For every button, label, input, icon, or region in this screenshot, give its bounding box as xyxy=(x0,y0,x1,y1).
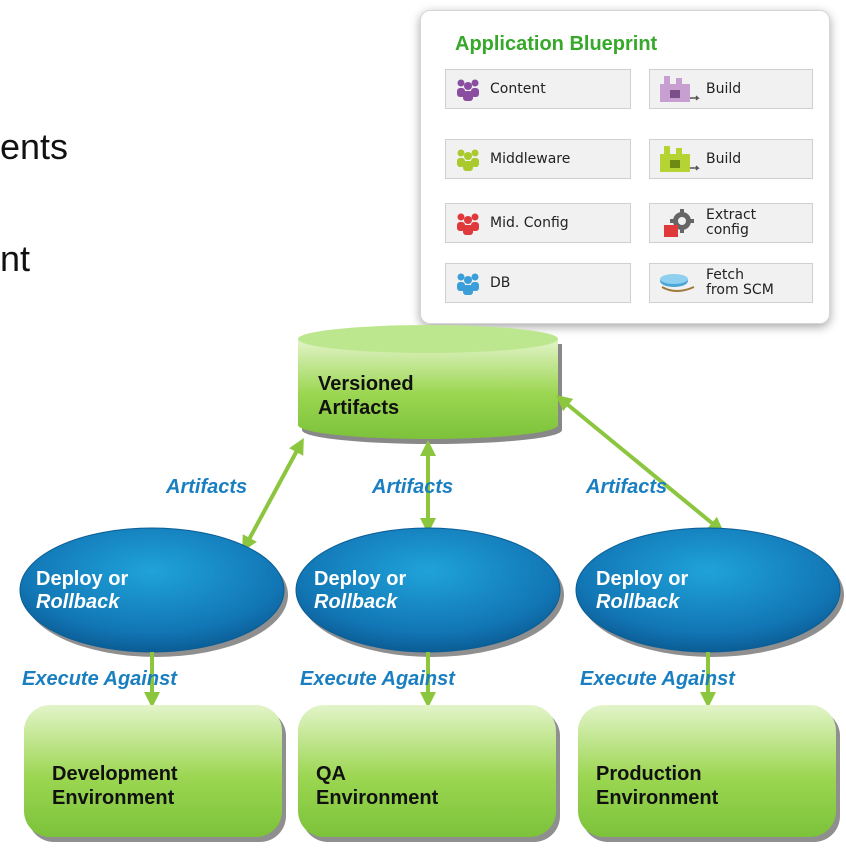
artifacts-arrow-dev xyxy=(242,437,304,553)
deploy-label-prod: Deploy or Rollback xyxy=(596,568,688,614)
people-icon xyxy=(446,139,490,179)
component-label: DB xyxy=(490,274,511,291)
factory-icon xyxy=(650,69,706,109)
action-label: Fetch from SCM xyxy=(706,267,774,298)
action-label: Build xyxy=(706,80,742,97)
action-label: Extract config xyxy=(706,207,757,238)
repository-label: Versioned Artifacts xyxy=(318,372,414,420)
people-icon xyxy=(446,203,490,243)
environment-label-line2: Environment xyxy=(52,787,175,809)
deploy-label-line2: Rollback xyxy=(596,591,688,614)
action-build-middleware: Build xyxy=(649,139,813,179)
component-content: Content xyxy=(445,69,631,109)
edge-label-artifacts-prod: Artifacts xyxy=(586,476,668,498)
repository-label-line2: Artifacts xyxy=(318,397,400,419)
environment-label-line2: Environment xyxy=(316,787,439,809)
environment-box-prod xyxy=(578,705,840,842)
rollback-text: Rollback xyxy=(314,591,398,613)
deploy-label-line1: Deploy or xyxy=(36,568,129,590)
action-label: Build xyxy=(706,150,742,167)
edge-label-execute-qa: Execute Against xyxy=(300,668,455,690)
environment-label-line1: Production xyxy=(596,763,702,785)
blueprint-title: Application Blueprint xyxy=(455,33,658,55)
action-fetch-from-scm: Fetch from SCM xyxy=(649,263,813,303)
edge-label-execute-dev: Execute Against xyxy=(22,668,177,690)
deploy-label-line1: Deploy or xyxy=(314,568,407,590)
deploy-label-dev: Deploy or Rollback xyxy=(36,568,128,614)
environment-label-line1: Development xyxy=(52,763,178,785)
component-mid-config: Mid. Config xyxy=(445,203,631,243)
application-blueprint-panel: Application Blueprint Content Middleware… xyxy=(420,10,830,324)
deploy-node-qa xyxy=(295,527,564,657)
component-label: Mid. Config xyxy=(490,214,569,231)
environment-label-qa: QA Environment xyxy=(316,762,438,810)
component-label: Content xyxy=(490,80,546,97)
deploy-label-line2: Rollback xyxy=(314,591,406,614)
rollback-text: Rollback xyxy=(596,591,680,613)
edge-label-artifacts-qa: Artifacts xyxy=(372,476,454,498)
environment-box-qa xyxy=(298,705,560,842)
people-icon xyxy=(446,263,490,303)
artifacts-arrow-prod xyxy=(555,394,725,534)
background-text-fragment-1: ents xyxy=(0,126,69,167)
repository-label-line1: Versioned xyxy=(318,373,414,395)
factory-icon xyxy=(650,139,706,179)
environment-label-line2: Environment xyxy=(596,787,719,809)
component-label: Middleware xyxy=(490,150,571,167)
deploy-node-dev xyxy=(19,527,288,657)
deploy-label-qa: Deploy or Rollback xyxy=(314,568,406,614)
deploy-label-line1: Deploy or xyxy=(596,568,689,590)
disk-cable-icon xyxy=(650,263,706,303)
deploy-node-prod xyxy=(575,527,844,657)
versioned-artifacts-repository xyxy=(298,325,562,444)
rollback-text: Rollback xyxy=(36,591,120,613)
environment-box-dev xyxy=(24,705,286,842)
action-build-content: Build xyxy=(649,69,813,109)
environment-label-prod: Production Environment xyxy=(596,762,718,810)
action-extract-config: Extract config xyxy=(649,203,813,243)
component-middleware: Middleware xyxy=(445,139,631,179)
gear-box-icon xyxy=(650,203,706,243)
edge-label-execute-prod: Execute Against xyxy=(580,668,735,690)
component-db: DB xyxy=(445,263,631,303)
people-icon xyxy=(446,69,490,109)
background-text-fragment-2: nt xyxy=(0,238,31,279)
environment-label-line1: QA xyxy=(316,763,346,785)
environment-label-dev: Development Environment xyxy=(52,762,178,810)
deploy-label-line2: Rollback xyxy=(36,591,128,614)
edge-label-artifacts-dev: Artifacts xyxy=(166,476,248,498)
